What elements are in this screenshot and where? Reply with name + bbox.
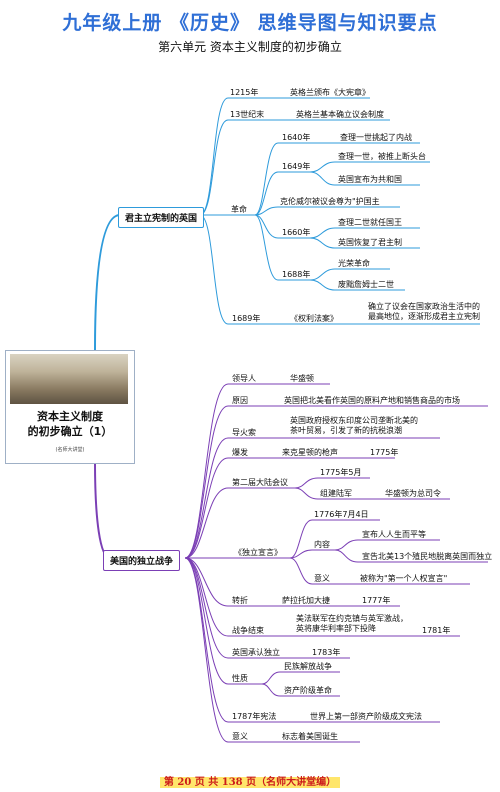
leader-value: 华盛顿 (290, 374, 314, 383)
page-footer: 第 20 页 共 138 页（名师大讲堂编） (0, 773, 500, 788)
node-1215-time: 1215年 (230, 88, 259, 97)
outbreak-key: 爆发 (232, 448, 248, 457)
nature-a: 民族解放战争 (284, 662, 332, 671)
constitution-value: 世界上第一部资产阶级成文宪法 (310, 712, 422, 721)
outbreak-year: 1775年 (370, 448, 399, 457)
declaration-content-key: 内容 (314, 540, 330, 549)
turning-year: 1777年 (362, 596, 391, 605)
meaning-key: 意义 (232, 732, 248, 741)
declaration-date: 1776年7月4日 (314, 510, 369, 519)
node-1688-year: 1688年 (282, 270, 311, 279)
outbreak-value: 来克星顿的枪声 (282, 448, 338, 457)
congress-commander: 华盛顿为总司令 (385, 489, 441, 498)
central-title-line2: 的初步确立（1） (27, 425, 113, 438)
congress-date: 1775年5月 (320, 468, 362, 477)
node-1215-text: 英格兰颁布《大宪章》 (290, 88, 370, 97)
node-13c-time: 13世纪末 (230, 110, 265, 119)
congress-key: 第二届大陆会议 (232, 478, 288, 487)
cause-value: 英国把北美看作英国的原料产地和销售商品的市场 (284, 396, 460, 405)
declaration-significance-value: 被称为"第一个人权宣言" (360, 574, 448, 583)
nature-b: 资产阶级革命 (284, 686, 332, 695)
node-1689-doc: 《权利法案》 (290, 314, 338, 323)
branch-america: 美国的独立战争 (103, 550, 181, 571)
congress-army: 组建陆军 (320, 489, 352, 498)
node-1660-text-b: 英国恢复了君主制 (338, 238, 402, 247)
node-1689-time: 1689年 (232, 314, 261, 323)
declaration-content-2: 宣告北美13个殖民地脱离英国而独立 (362, 552, 493, 561)
trigger-key: 导火索 (232, 428, 256, 437)
node-1689-text: 确立了议会在国家政治生活中的最高地位，逐渐形成君主立宪制 (368, 302, 480, 321)
node-1660-year: 1660年 (282, 228, 311, 237)
constitution-key: 1787年宪法 (232, 712, 277, 721)
historical-painting-image (10, 354, 128, 404)
meaning-value: 标志着美国诞生 (282, 732, 338, 741)
end-key: 战争结束 (232, 626, 264, 635)
page-title: 九年级上册 《历史》 思维导图与知识要点 (62, 12, 438, 34)
trigger-value: 英国政府授权东印度公司垄断北美的茶叶贸易，引发了新的抗税浪潮 (290, 416, 418, 435)
node-cromwell: 克伦威尔被议会尊为"护国主 (280, 197, 380, 206)
recognize-year: 1783年 (312, 648, 341, 657)
footer-text: 第 20 页 共 138 页（名师大讲堂编） (159, 777, 341, 788)
turning-key: 转折 (232, 596, 248, 605)
node-1640-year: 1640年 (282, 133, 311, 142)
end-year: 1781年 (422, 626, 451, 635)
node-1688-text-a: 光荣革命 (338, 259, 370, 268)
node-1649-text-a: 查理一世，被推上断头台 (338, 152, 426, 161)
central-title-line1: 资本主义制度 (37, 410, 103, 423)
leader-key: 领导人 (232, 374, 256, 383)
end-value: 美法联军在约克镇与英军激战，英将康华利率部下投降 (296, 614, 408, 633)
turning-value: 萨拉托加大捷 (282, 596, 330, 605)
node-1640-text: 查理一世挑起了内战 (340, 133, 412, 142)
branch-england: 君主立宪制的英国 (118, 207, 205, 228)
node-1649-year: 1649年 (282, 162, 311, 171)
central-topic-note: (名师大讲堂) (55, 447, 85, 453)
central-topic-title: 资本主义制度 的初步确立（1） (6, 409, 134, 439)
recognize-key: 英国承认独立 (232, 648, 280, 657)
central-topic-card: 资本主义制度 的初步确立（1） (名师大讲堂) (5, 350, 135, 464)
node-1688-text-b: 废黜詹姆士二世 (338, 280, 394, 289)
cause-key: 原因 (232, 396, 248, 405)
declaration-content-1: 宣布人人生而平等 (362, 530, 426, 539)
node-13c-text: 英格兰基本确立议会制度 (296, 110, 384, 119)
node-revolution: 革命 (231, 205, 247, 214)
node-1660-text-a: 查理二世就任国王 (338, 218, 402, 227)
declaration-significance-key: 意义 (314, 574, 330, 583)
page-subtitle: 第六单元 资本主义制度的初步确立 (158, 40, 342, 54)
declaration-key: 《独立宣言》 (234, 548, 282, 557)
nature-key: 性质 (232, 674, 248, 683)
node-1649-text-b: 英国宣布为共和国 (338, 175, 402, 184)
